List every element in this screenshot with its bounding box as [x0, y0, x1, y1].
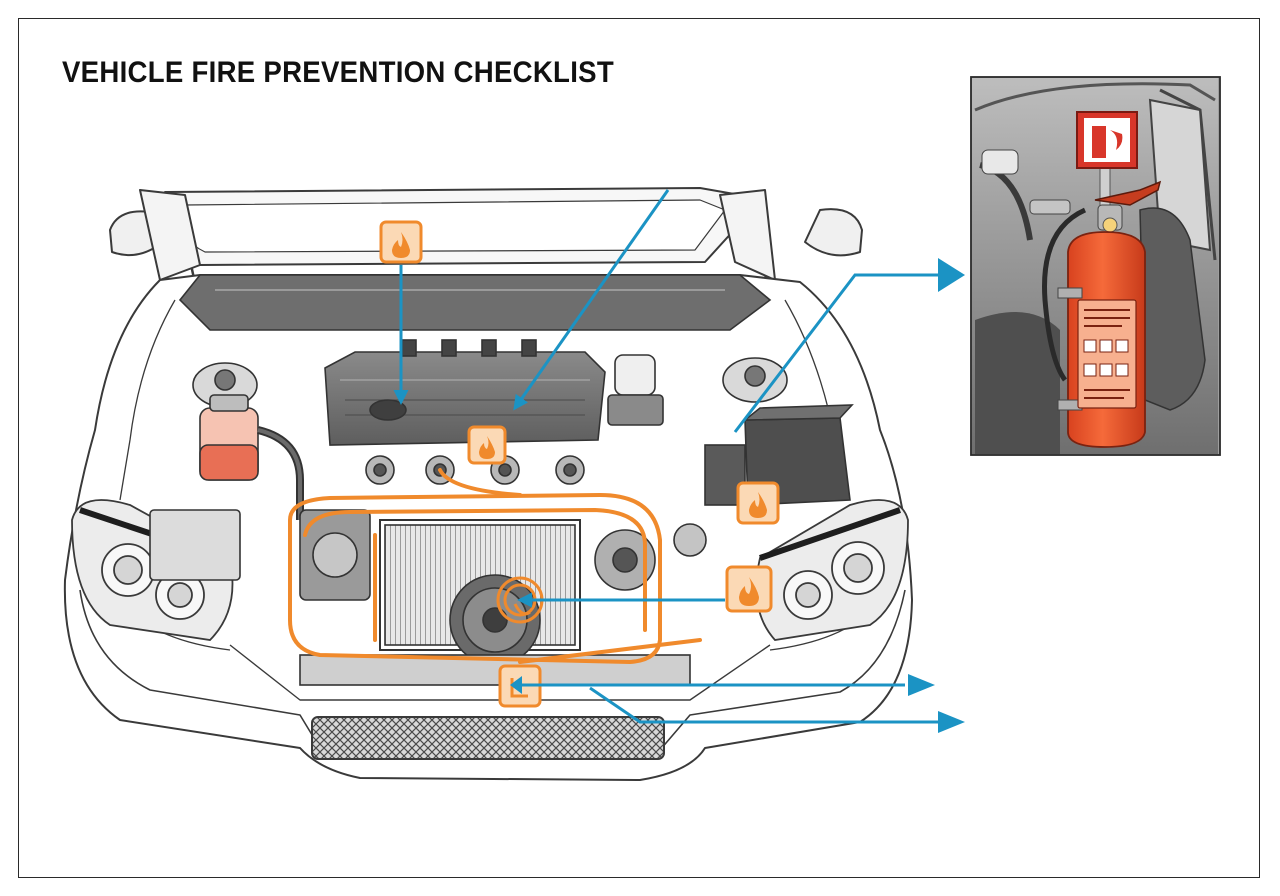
wiring-harness — [288, 468, 702, 665]
arrow-bottom-diagonal — [589, 686, 945, 724]
car-body — [63, 187, 913, 781]
fire-hazard-icon — [749, 492, 767, 518]
arrow-top-diagonal — [513, 189, 670, 411]
arrow-to-extinguisher — [733, 273, 945, 433]
diagram-frame — [18, 18, 1260, 878]
page-title: VEHICLE FIRE PREVENTION CHECKLIST — [62, 56, 614, 89]
fire-hazard-marker-engine — [467, 425, 507, 465]
fire-hazard-marker-top — [379, 220, 423, 264]
hazard-ring — [496, 576, 544, 624]
engine-bay — [149, 274, 854, 686]
arrowheads — [510, 258, 965, 733]
extinguisher-inset — [970, 76, 1221, 456]
headlight-right — [755, 499, 909, 641]
fire-extinguisher-sign-icon — [1092, 126, 1123, 158]
fire-hazard-icon — [739, 577, 759, 606]
callout-arrows — [393, 189, 945, 724]
fire-hazard-icon — [392, 232, 410, 258]
fire-hazard-icon — [479, 436, 495, 459]
fire-hazard-marker-belt — [725, 565, 773, 613]
fire-hazard-marker-battery — [736, 481, 780, 525]
